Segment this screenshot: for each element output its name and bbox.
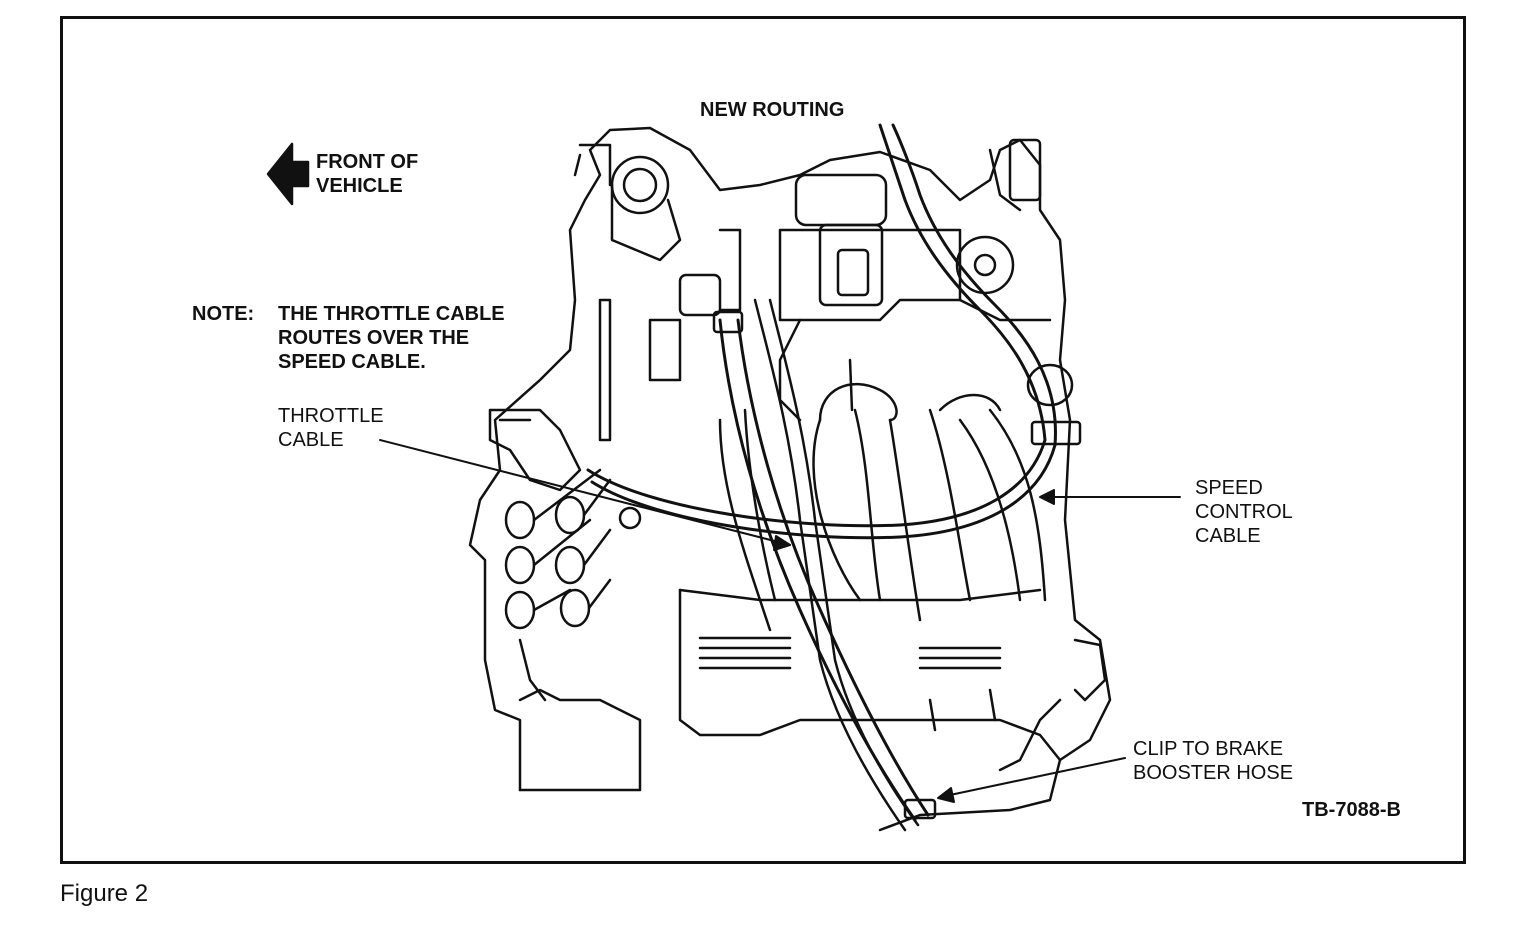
thermostat-housing: [573, 143, 742, 442]
clip-line-1: CLIP TO BRAKE: [1133, 738, 1284, 760]
clip-line-2: BOOSTER HOSE: [1133, 762, 1294, 784]
intake-manifold: [718, 358, 1047, 632]
throttle-cable-line-2: CABLE: [278, 429, 344, 451]
throttle-body: [778, 173, 1052, 422]
front-of-vehicle-label: FRONT OF VEHICLE: [316, 150, 418, 198]
note-line-2: ROUTES OVER THE: [278, 327, 470, 349]
left-arrow-icon: [266, 142, 310, 206]
speed-control-line-2: CONTROL: [1195, 501, 1293, 523]
note-text: THE THROTTLE CABLE ROUTES OVER THE SPEED…: [278, 302, 505, 374]
speed-control-cable-drawing: [586, 123, 1057, 540]
figure-caption: Figure 2: [60, 880, 149, 907]
speed-control-line-3: CABLE: [1195, 525, 1261, 547]
note-prefix: NOTE:: [192, 303, 255, 325]
water-outlet: [488, 408, 582, 492]
valve-cover: [678, 588, 1062, 762]
note-line-3: SPEED CABLE.: [278, 351, 426, 373]
new-routing-label: NEW ROUTING: [700, 99, 845, 121]
figure-frame: [60, 16, 1466, 864]
throttle-cable-drawing: [712, 298, 937, 832]
clip-label: CLIP TO BRAKE BOOSTER HOSE: [1133, 737, 1293, 785]
throttle-cable-label: THROTTLE CABLE: [278, 404, 384, 452]
spark-plug-boots: [504, 468, 642, 702]
leader-lines: [379, 439, 1181, 803]
throttle-cable-line-1: THROTTLE: [278, 405, 384, 427]
speed-control-line-1: SPEED: [1195, 477, 1263, 499]
front-of-vehicle-line-2: VEHICLE: [316, 175, 403, 197]
engine-block-outline: [468, 126, 1112, 832]
speed-control-cable-label: SPEED CONTROL CABLE: [1195, 476, 1293, 548]
drawing-id: TB-7088-B: [1302, 799, 1401, 821]
note-line-1: THE THROTTLE CABLE: [278, 303, 505, 325]
front-of-vehicle-line-1: FRONT OF: [316, 151, 419, 173]
